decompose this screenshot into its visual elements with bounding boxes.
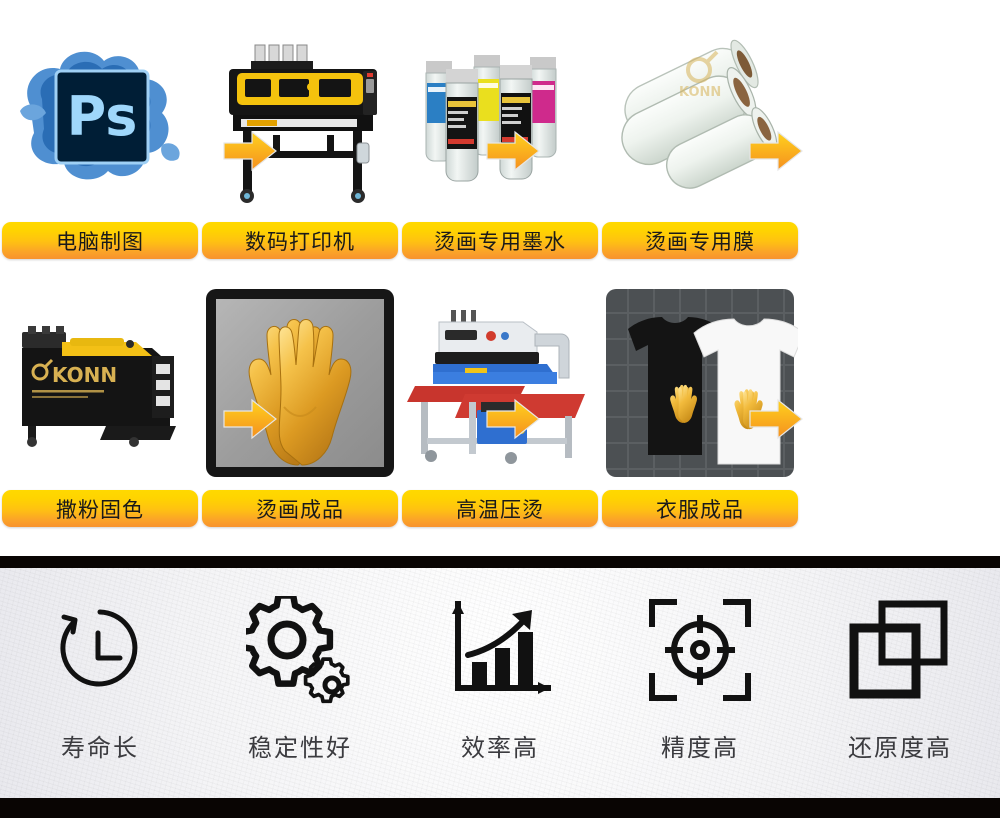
feature-precision[interactable]: 精度高: [600, 568, 800, 798]
process-step-label: 烫画专用墨水: [402, 222, 598, 259]
feature-long-life[interactable]: 寿命长: [0, 568, 200, 798]
finished-tshirts-icon: [600, 284, 800, 482]
feature-label: 精度高: [661, 734, 739, 762]
digital-printer-icon: [200, 16, 400, 214]
feature-label: 寿命长: [61, 734, 139, 762]
process-step-heat-press[interactable]: 高温压烫: [400, 268, 600, 536]
process-step-label: 数码打印机: [202, 222, 398, 259]
ink-bottles-icon: [400, 16, 600, 214]
process-step-digital-printer[interactable]: 数码打印机: [200, 0, 400, 268]
svg-text:Ps: Ps: [67, 85, 138, 148]
feature-highlights-inner: 寿命长 稳定性好: [0, 568, 1000, 798]
process-step-transfer-film[interactable]: KONN 烫画专用膜: [600, 0, 800, 268]
overlapping-squares-icon: [848, 596, 952, 704]
feature-stability[interactable]: 稳定性好: [200, 568, 400, 798]
clock-rotate-icon: [50, 596, 150, 704]
gold-hands-transfer-icon: [200, 284, 400, 482]
process-row-1: Ps 电脑制图: [0, 0, 1000, 268]
process-flow-panel: Ps 电脑制图: [0, 0, 1000, 536]
process-step-label: 高温压烫: [402, 490, 598, 527]
growth-bar-chart-icon: [446, 596, 554, 704]
svg-text:KONN: KONN: [679, 85, 721, 100]
process-row-2: KONN 撒粉: [0, 268, 1000, 536]
process-step-finished-garment[interactable]: 衣服成品: [600, 268, 800, 536]
feature-label: 还原度高: [848, 734, 952, 762]
process-step-label: 衣服成品: [602, 490, 798, 527]
process-step-finished-transfer[interactable]: 烫画成品: [200, 268, 400, 536]
focus-target-icon: [648, 596, 752, 704]
feature-color-fidelity[interactable]: 还原度高: [800, 568, 1000, 798]
feature-label: 稳定性好: [248, 734, 352, 762]
svg-text:KONN: KONN: [52, 363, 117, 387]
process-step-label: 烫画专用膜: [602, 222, 798, 259]
process-step-label: 撒粉固色: [2, 490, 198, 527]
process-step-computer-design[interactable]: Ps 电脑制图: [0, 0, 200, 268]
heat-press-machine-icon: [400, 284, 600, 482]
film-rolls-icon: KONN: [600, 16, 800, 214]
feature-label: 效率高: [461, 734, 539, 762]
process-step-transfer-ink[interactable]: 烫画专用墨水: [400, 0, 600, 268]
feature-efficiency[interactable]: 效率高: [400, 568, 600, 798]
photoshop-logo-icon: Ps: [0, 16, 200, 214]
feature-highlights-panel: 寿命长 稳定性好: [0, 556, 1000, 818]
process-step-label: 电脑制图: [2, 222, 198, 259]
powder-shaker-machine-icon: KONN: [0, 284, 200, 482]
gears-icon: [246, 596, 354, 704]
process-step-label: 烫画成品: [202, 490, 398, 527]
process-step-powder-shaker[interactable]: KONN 撒粉: [0, 268, 200, 536]
